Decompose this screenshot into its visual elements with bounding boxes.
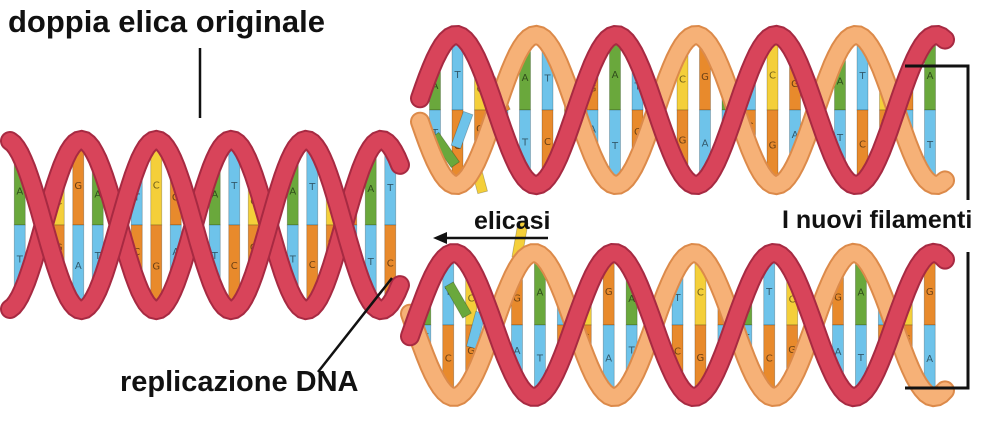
lower-base-pair: GA (603, 259, 614, 392)
upper-base-letter: A (927, 71, 934, 82)
upper-base-letter: G (679, 135, 687, 146)
lower-base-letter: G (605, 287, 613, 298)
original-base-letter: C (387, 258, 394, 269)
original-base-pair: CG (151, 144, 162, 306)
upper-base-letter: G (701, 72, 709, 83)
upper-base-letter: T (611, 141, 619, 152)
original-base-pair: TC (229, 145, 240, 306)
original-base-letter: A (75, 261, 82, 272)
original-base-letter: C (153, 181, 160, 192)
upper-base-letter: T (926, 140, 934, 151)
original-base-letter: T (386, 183, 394, 194)
upper-base-pair: TC (857, 41, 868, 178)
label-original-helix: doppia elica originale (8, 4, 325, 40)
lower-base-letter: T (857, 353, 865, 364)
original-base-letter: C (231, 261, 238, 272)
lower-base-letter: G (926, 287, 934, 298)
arrowhead-left-icon (433, 232, 447, 244)
label-dna-replication: replicazione DNA (120, 366, 359, 399)
lower-base-pair: AT (534, 259, 545, 391)
lower-base-letter: G (697, 353, 705, 364)
upper-base-letter: C (679, 75, 686, 86)
label-new-strands: I nuovi filamenti (780, 206, 974, 235)
upper-base-pair: AT (610, 39, 621, 181)
original-base-letter: G (152, 262, 160, 273)
lower-base-pair: GA (924, 258, 935, 392)
upper-base-letter: A (522, 73, 529, 84)
original-base-letter: G (74, 181, 82, 192)
upper-base-letter: C (859, 140, 866, 151)
lower-base-letter: A (537, 287, 544, 298)
original-base-letter: A (367, 184, 374, 195)
upper-base-letter: C (544, 137, 551, 148)
lower-base-letter: C (766, 354, 773, 365)
upper-base-letter: C (769, 70, 776, 81)
lower-base-letter: C (445, 353, 452, 364)
upper-base-letter: A (612, 70, 619, 81)
original-base-pair: GA (73, 145, 84, 306)
upper-base-pair: AT (925, 41, 936, 179)
lower-base-letter: A (926, 354, 933, 365)
upper-base-pair: CG (767, 40, 778, 181)
lower-base-letter: T (536, 353, 544, 364)
lower-base-pair: TC (764, 258, 775, 391)
upper-base-letter: T (543, 73, 551, 84)
upper-base-letter: A (702, 139, 709, 150)
original-base-letter: C (309, 260, 316, 271)
lower-base-letter: C (697, 287, 704, 298)
original-base-letter: A (16, 187, 23, 198)
upper-base-letter: T (453, 70, 461, 81)
original-base-letter: T (367, 257, 375, 268)
original-base-letter: T (230, 181, 238, 192)
upper-base-letter: T (521, 137, 529, 148)
lower-base-letter: T (765, 287, 773, 298)
label-helicase: elicasi (474, 207, 550, 236)
lower-base-pair: AT (855, 260, 866, 391)
upper-base-letter: G (769, 141, 777, 152)
original-base-pair: TC (307, 147, 318, 304)
lower-base-letter: A (605, 354, 612, 365)
lower-base-letter: A (858, 288, 865, 299)
original-base-letter: A (289, 187, 296, 198)
lower-base-pair: CG (695, 259, 706, 390)
lower-base-pair: TC (443, 259, 454, 391)
upper-base-letter: T (858, 71, 866, 82)
original-base-letter: T (308, 182, 316, 193)
